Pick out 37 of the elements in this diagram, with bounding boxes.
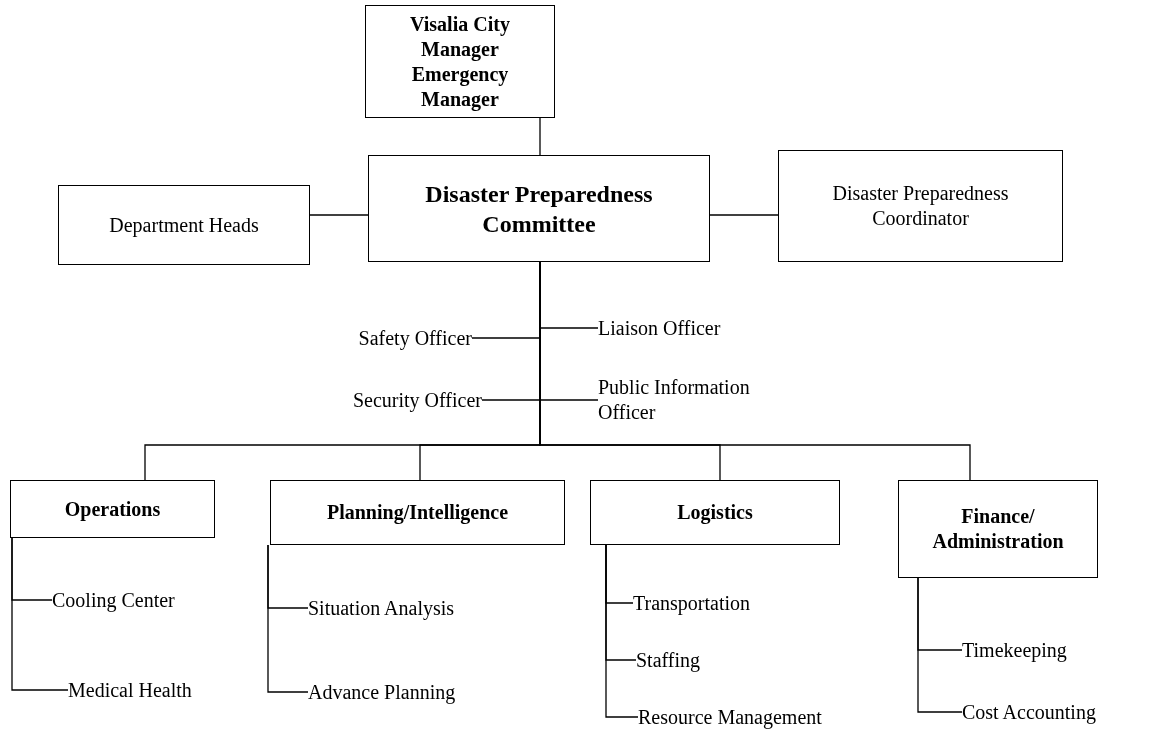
- org-box: [58, 185, 310, 265]
- connector-line: [11, 537, 69, 691]
- box-title: Disaster Preparedness Committee: [424, 179, 654, 239]
- role-text: Situation Analysis: [308, 595, 456, 621]
- role-text: Transportation: [633, 590, 752, 616]
- connector-line: [917, 577, 963, 713]
- org-box: [898, 480, 1098, 578]
- role-text: Timekeeping: [962, 637, 1068, 663]
- org-box: [10, 480, 215, 538]
- connector-line: [267, 544, 309, 693]
- connector-line: [539, 117, 541, 156]
- role-text: Liaison Officer: [598, 315, 722, 341]
- role-text: Safety Officer: [357, 325, 472, 351]
- box-title: Finance/ Administration: [931, 504, 1065, 554]
- connector-line: [605, 544, 639, 718]
- role-text: Advance Planning: [308, 679, 457, 705]
- box-title: Operations: [64, 496, 161, 522]
- box-title: Visalia City Manager: [409, 11, 511, 62]
- org-box: [365, 5, 555, 118]
- org-box: [270, 480, 565, 545]
- role-text: Security Officer: [351, 387, 482, 413]
- org-box: [368, 155, 710, 262]
- box-title: Department Heads: [109, 212, 259, 238]
- box-title: Planning/Intelligence: [326, 500, 509, 525]
- org-box: [778, 150, 1063, 262]
- org-box: [590, 480, 840, 545]
- role-text: Cooling Center: [52, 587, 176, 613]
- role-text: Cost Accounting: [962, 699, 1097, 725]
- box-title: Disaster Preparedness Coordinator: [831, 181, 1010, 231]
- connector-line: [709, 214, 779, 216]
- box-title: Logistics: [677, 500, 753, 525]
- role-text: Staffing: [636, 647, 702, 673]
- role-text: Public Information Officer: [598, 375, 751, 425]
- role-text: Medical Health: [68, 677, 193, 703]
- role-text: Resource Management: [638, 704, 823, 730]
- box-title: Emergency Manager: [410, 61, 510, 112]
- connector-line: [309, 214, 369, 216]
